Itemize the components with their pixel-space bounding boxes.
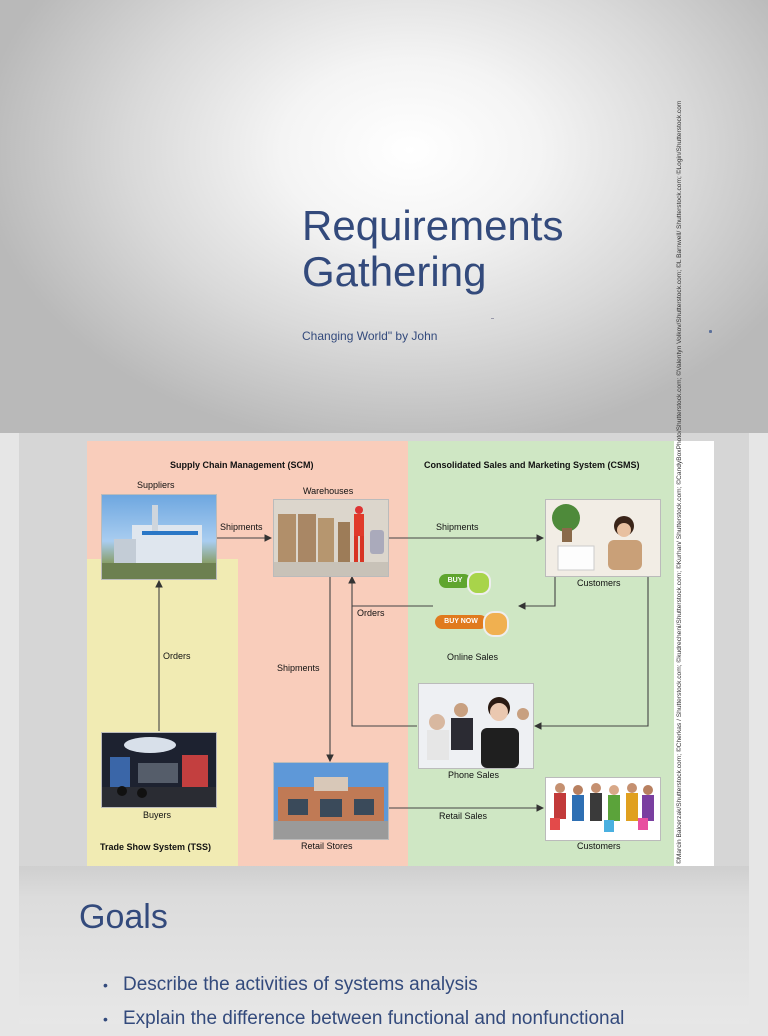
title-slide: Requirements Gathering Changing World" b… [0,0,768,433]
system-diagram: Supply Chain Management (SCM) Consolidat… [87,441,714,866]
cart-icon [483,611,509,637]
arrow-online-to-warehouses [348,575,433,607]
customers-top-image [545,499,661,577]
scm-header: Supply Chain Management (SCM) [170,460,314,470]
arrow-phone-to-warehouses [351,606,417,727]
goals-list: Describe the activities of systems analy… [103,968,624,1036]
label-suppliers: Suppliers [137,480,175,490]
label-shipments: Shipments [436,522,479,532]
goals-heading: Goals [79,898,168,936]
label-shipments: Shipments [220,522,263,532]
photo-credit-text: ©Marcin Balcerzak/Shutterstock.com; ©Che… [676,100,683,864]
customers-bottom-image [545,777,661,841]
buy-now-button[interactable]: BUY NOW [435,611,511,637]
slide-subtitle: Changing World" by John [302,329,438,343]
label-orders: Orders [357,608,385,618]
title-line-2: Gathering [302,248,487,295]
buy-button[interactable]: BUY [439,571,495,595]
cart-icon [467,571,491,595]
flow-arrows [155,534,649,812]
retail-stores-image [273,762,389,840]
buy-button-label: BUY [439,574,471,588]
arrow-customers-to-phone [533,577,649,730]
label-retail-sales: Retail Sales [439,811,488,821]
decor-mark [709,330,712,333]
tss-label: Trade Show System (TSS) [100,842,212,852]
label-orders: Orders [163,651,191,661]
buy-now-button-label: BUY NOW [435,615,487,629]
decor-mark [491,318,494,319]
label-shipments: Shipments [277,663,320,673]
label-online-sales: Online Sales [447,652,499,662]
list-item: Explain the difference between functiona… [103,1002,624,1036]
list-item: Describe the activities of systems analy… [103,968,624,1002]
label-retail-stores: Retail Stores [301,841,353,851]
label-warehouses: Warehouses [303,486,354,496]
arrow-customers-to-online [517,577,556,610]
suppliers-image [101,494,217,580]
csms-header: Consolidated Sales and Marketing System … [424,460,640,470]
label-customers: Customers [577,841,621,851]
label-phone-sales: Phone Sales [448,770,500,780]
title-line-1: Requirements [302,202,564,249]
label-buyers: Buyers [143,810,172,820]
label-customers: Customers [577,578,621,588]
warehouse-image [273,499,389,577]
photo-credit: ©Marcin Balcerzak/Shutterstock.com; ©Che… [666,101,683,866]
tss-zone [87,559,238,866]
buyers-image [101,732,217,808]
phone-sales-image [418,683,534,769]
slide-title: Requirements Gathering [302,203,563,295]
